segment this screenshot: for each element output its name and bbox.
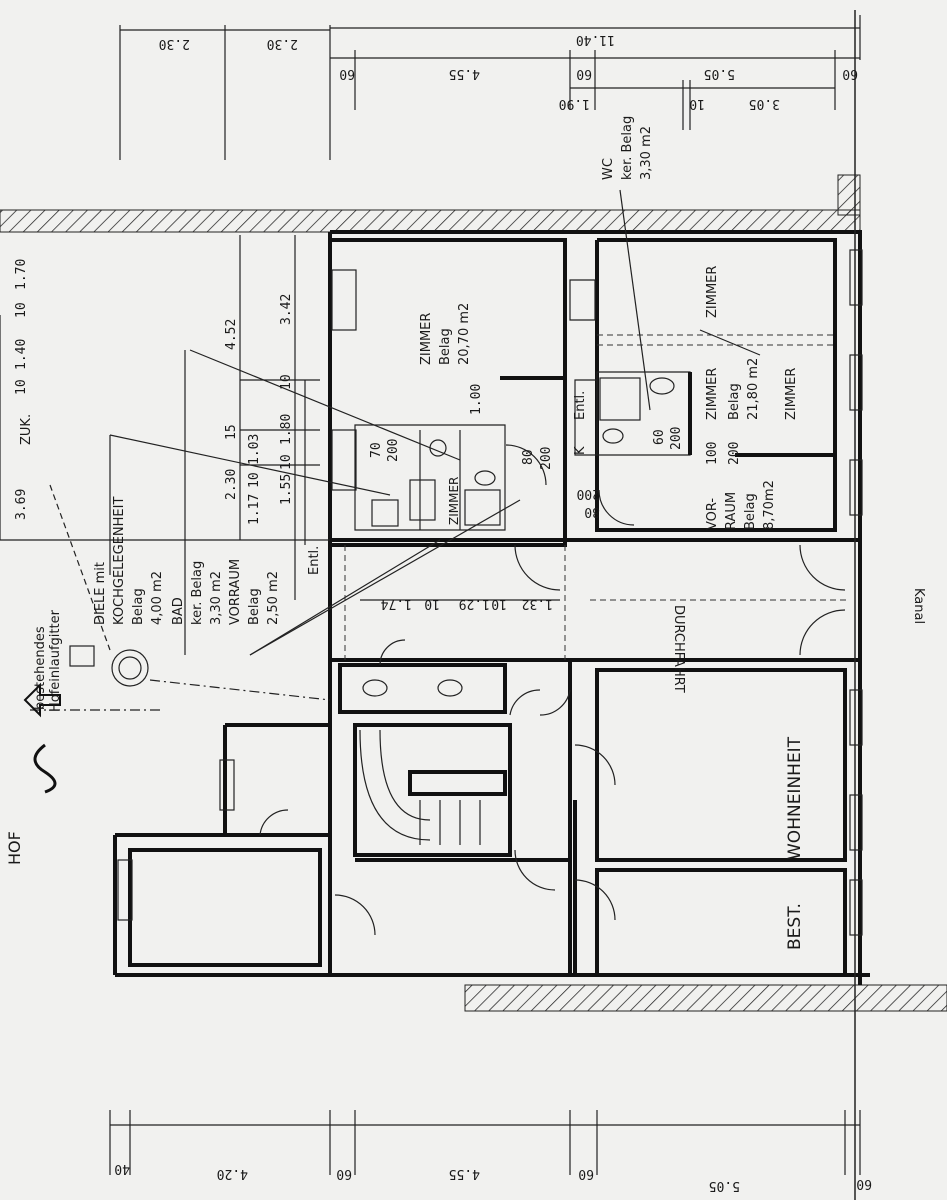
dim-left-10e: 10 bbox=[279, 374, 294, 390]
dim-door-100b: 100 bbox=[705, 442, 720, 465]
label-wc-1: WC bbox=[601, 158, 616, 180]
dim-door-200e: 200 bbox=[727, 442, 742, 465]
dim-bot-505: 5.05 bbox=[709, 1178, 740, 1193]
north-arrow-icon bbox=[23, 682, 61, 794]
label-diele-1: DIELE mit bbox=[93, 562, 108, 625]
dim-bot-60a: 60 bbox=[336, 1166, 352, 1181]
dim-left-369: 3.69 bbox=[14, 489, 29, 520]
label-bad-1: BAD bbox=[171, 597, 186, 625]
label-diele-2: KOCHGELEGENHEIT bbox=[112, 497, 127, 625]
dim-door-60: 60 bbox=[652, 429, 667, 445]
label-diele-3: Belag bbox=[131, 588, 146, 625]
dim-top-60b: 60 bbox=[576, 66, 592, 81]
label-zimmer-big-3: 20,70 m2 bbox=[457, 303, 472, 365]
building-walls bbox=[113, 230, 870, 985]
dim-top-60a: 60 bbox=[339, 66, 355, 81]
label-entl-1: Entl. bbox=[307, 546, 322, 575]
dim-left-10c: 10 bbox=[247, 472, 262, 488]
dim-door-100: 1.00 bbox=[469, 384, 484, 415]
label-kanal: Kanal bbox=[911, 588, 926, 624]
dim-left-140: 1.40 bbox=[14, 339, 29, 370]
dim-bot-60b: 60 bbox=[578, 1166, 594, 1181]
dim-left-10d: 10 bbox=[279, 454, 294, 470]
label-zimmer-r1: ZIMMER bbox=[705, 266, 720, 318]
dim-left-103: 1.03 bbox=[247, 434, 262, 465]
dim-door-200d: 200 bbox=[577, 486, 600, 501]
label-bad-2: ker. Belag bbox=[190, 561, 205, 625]
dim-top-10: 10 bbox=[689, 96, 705, 111]
dim-door-80b: 80 bbox=[584, 504, 600, 519]
dim-mid-132: 1.32 bbox=[522, 596, 553, 611]
label-zimmer-big-2: Belag bbox=[438, 328, 453, 365]
hatched-wall-right-top bbox=[837, 174, 861, 216]
dim-bot-455: 4.55 bbox=[449, 1166, 480, 1181]
dim-top-505: 5.05 bbox=[704, 66, 735, 81]
dim-left-342: 3.42 bbox=[279, 294, 294, 325]
dim-door-200a: 200 bbox=[386, 439, 401, 462]
label-vorraum-r-2: RAUM bbox=[724, 492, 739, 530]
dim-left-452: 4.52 bbox=[224, 319, 239, 350]
dim-top-455: 4.55 bbox=[449, 66, 480, 81]
windows bbox=[117, 249, 863, 936]
dim-bot-40: 40 bbox=[114, 1161, 130, 1176]
label-zimmer-r2: ZIMMER bbox=[784, 368, 799, 420]
dim-top-305: 3.05 bbox=[749, 96, 780, 111]
label-entl-2: Entl. bbox=[573, 391, 588, 420]
dim-door-200b: 200 bbox=[539, 447, 554, 470]
dimension-labels: 2.30 2.30 11.40 60 4.55 60 5.05 60 1.90 … bbox=[14, 32, 872, 1193]
dim-mid-10b: 10 bbox=[491, 596, 507, 611]
label-zimmer-r3-1: ZIMMER bbox=[705, 368, 720, 420]
label-durchfahrt: DURCHFAHRT bbox=[671, 605, 686, 693]
dim-bot-60c: 60 bbox=[856, 1176, 872, 1191]
label-zimmer-r3-2: Belag bbox=[727, 383, 742, 420]
label-zuk: ZUK. bbox=[19, 414, 34, 445]
dim-mid-10a: 10 bbox=[424, 596, 440, 611]
dim-left-10a: 10 bbox=[14, 379, 29, 395]
dim-top-230b: 2.30 bbox=[267, 36, 298, 51]
label-best: BEST. bbox=[785, 903, 805, 950]
dim-left-230: 2.30 bbox=[224, 469, 239, 500]
dim-top-60c: 60 bbox=[842, 66, 858, 81]
label-vorraum-2: Belag bbox=[247, 588, 262, 625]
label-hofeinlauf: bestehendes bbox=[33, 626, 48, 710]
dimension-lines bbox=[0, 15, 861, 1175]
dim-top-190: 1.90 bbox=[559, 96, 590, 111]
label-hofeinlauf-2: Hofeinlaufgitter bbox=[48, 609, 63, 712]
dim-top-1140: 11.40 bbox=[576, 32, 615, 47]
dim-top-230a: 2.30 bbox=[159, 36, 190, 51]
interior-details bbox=[69, 279, 850, 936]
label-wc-2: ker. Belag bbox=[620, 116, 635, 180]
label-wohneinheit: WOHNEINHEIT bbox=[785, 736, 805, 860]
label-vorraum-r-1: VOR- bbox=[705, 498, 720, 530]
dim-left-117: 1.17 bbox=[247, 494, 262, 525]
label-diele-4: 4,00 m2 bbox=[150, 571, 165, 625]
dim-left-170: 1.70 bbox=[14, 259, 29, 290]
dim-left-15: 15 bbox=[224, 424, 239, 440]
label-vorraum-r-4: 8,70m2 bbox=[762, 480, 777, 530]
label-vorraum-3: 2,50 m2 bbox=[266, 571, 281, 625]
dim-left-180: 1.80 bbox=[279, 414, 294, 445]
label-vorraum-r-3: Belag bbox=[743, 493, 758, 530]
dim-left-155: 1.55 bbox=[279, 474, 294, 505]
label-wc-3: 3,30 m2 bbox=[639, 126, 654, 180]
hatched-wall-bottom bbox=[464, 984, 947, 1012]
dim-door-70: 70 bbox=[369, 442, 384, 458]
room-labels: HOF bestehendes Hofeinlaufgitter DIELE m… bbox=[5, 116, 926, 950]
label-vorraum-1: VORRAUM bbox=[228, 559, 243, 625]
hatched-wall-top bbox=[0, 209, 861, 233]
label-zimmer-r3-3: 21,80 m2 bbox=[746, 358, 761, 420]
dim-mid-174: 1.74 bbox=[381, 596, 412, 611]
dim-bot-420: 4.20 bbox=[217, 1166, 248, 1181]
dim-door-200c: 200 bbox=[669, 427, 684, 450]
label-k: K bbox=[573, 446, 588, 455]
label-zimmer-small: ZIMMER bbox=[447, 477, 461, 525]
label-hof: HOF bbox=[5, 831, 24, 865]
label-zimmer-big-1: ZIMMER bbox=[419, 313, 434, 365]
dim-left-10b: 10 bbox=[14, 302, 29, 318]
dim-door-80a: 80 bbox=[521, 449, 536, 465]
dim-mid-129: 1.29 bbox=[459, 596, 490, 611]
label-bad-3: 3,30 m2 bbox=[209, 571, 224, 625]
